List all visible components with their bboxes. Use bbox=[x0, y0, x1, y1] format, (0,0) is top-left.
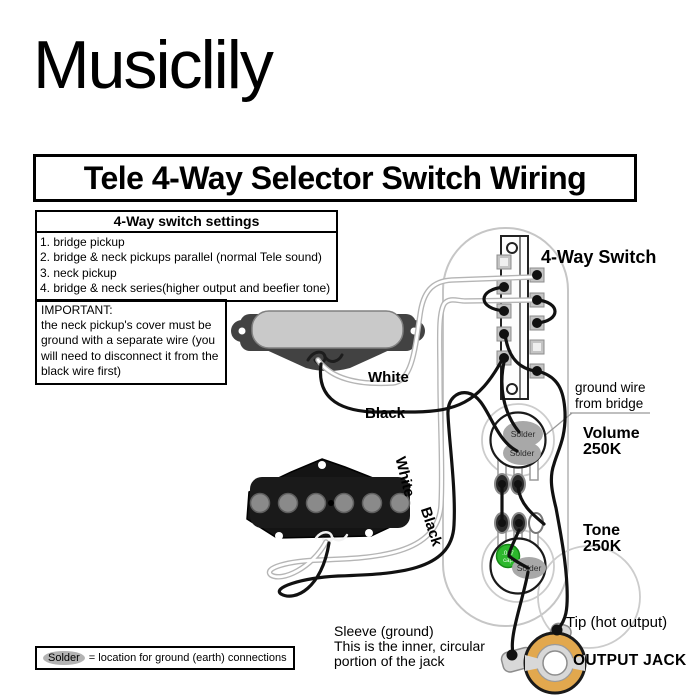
volume-pot: Solder Solder bbox=[489, 411, 547, 495]
solder-joint bbox=[498, 519, 506, 527]
switch-jumper-right bbox=[535, 298, 557, 325]
bridge-screw-hole-top bbox=[318, 461, 326, 469]
pole-piece-1 bbox=[249, 492, 271, 514]
solder-joint bbox=[515, 519, 523, 527]
pole-piece-4 bbox=[333, 492, 355, 514]
bridge-white-wire bbox=[268, 298, 535, 579]
bridge-screw-hole-left bbox=[275, 532, 283, 540]
jack-collar-wing-left bbox=[525, 655, 540, 671]
solder-joints bbox=[498, 270, 563, 661]
settings-item-4: 4. bridge & neck series(higher output an… bbox=[40, 281, 331, 296]
tip-label: Tip (hot output) bbox=[566, 614, 668, 631]
ground-wire-note: ground wire from bridge bbox=[575, 380, 646, 411]
bridge-pickup bbox=[246, 458, 411, 544]
switch-label: 4-Way Switch bbox=[541, 247, 657, 267]
ground-wire-note-line2: from bridge bbox=[575, 395, 644, 411]
pole-piece-6 bbox=[389, 492, 411, 514]
settings-item-2: 2. bridge & neck pickups parallel (norma… bbox=[40, 250, 322, 265]
solder-joint bbox=[499, 282, 509, 292]
volume-label-line1: Volume bbox=[583, 425, 640, 442]
tone-label: Tone 250K bbox=[583, 523, 621, 554]
solder-joint bbox=[499, 306, 509, 316]
switch-to-volume-wire bbox=[500, 356, 521, 434]
neck-pickup bbox=[231, 310, 425, 371]
neck-white-wire bbox=[316, 275, 535, 385]
output-jack-label: OUTPUT JACK bbox=[573, 652, 687, 669]
output-jack bbox=[500, 622, 587, 695]
solder-joint bbox=[532, 366, 542, 376]
jack-plate-ghost-outline bbox=[537, 545, 641, 649]
neck-black-label: Black bbox=[365, 405, 406, 422]
solder-joint bbox=[514, 480, 522, 488]
tone-to-sleeve-ground-wire bbox=[510, 570, 530, 655]
sleeve-note-line2: This is the inner, circular bbox=[334, 637, 485, 654]
solder-legend-box: Solder = location for ground (earth) con… bbox=[35, 646, 295, 670]
ground-note-leader-line bbox=[542, 412, 573, 438]
switch-settings-box: 4-Way switch settings 1. bridge pickup 2… bbox=[35, 210, 338, 302]
important-heading: IMPORTANT: bbox=[41, 303, 113, 317]
jack-sleeve-solder-joint bbox=[506, 649, 518, 661]
lug-eyelet-hole bbox=[533, 343, 541, 351]
volume-to-tone-wire-2 bbox=[516, 485, 546, 526]
volume-label-line2: 250K bbox=[583, 440, 622, 458]
neck-pickup-chrome-cover bbox=[251, 310, 404, 349]
bridge-black-wire bbox=[277, 391, 519, 598]
jack-hole bbox=[542, 650, 568, 676]
sleeve-note: Sleeve (ground) This is the inner, circu… bbox=[334, 624, 485, 668]
settings-item-3: 3. neck pickup bbox=[40, 265, 117, 280]
important-body: the neck pickup's cover must be ground w… bbox=[41, 318, 219, 378]
settings-header: 4-Way switch settings bbox=[37, 212, 336, 233]
neck-mount-hole-left bbox=[238, 327, 246, 335]
pole-piece-2 bbox=[277, 492, 299, 514]
legend-text: = location for ground (earth) connection… bbox=[88, 652, 287, 664]
page-title: Tele 4-Way Selector Switch Wiring bbox=[33, 154, 637, 202]
bridge-screw-hole-right bbox=[365, 529, 373, 537]
white-wires bbox=[266, 274, 536, 580]
solder-joint bbox=[532, 318, 542, 328]
brand-logo: Musiclily bbox=[33, 27, 274, 103]
solder-joint bbox=[499, 353, 509, 363]
volume-label: Volume 250K bbox=[583, 426, 640, 457]
pole-piece-5 bbox=[361, 492, 383, 514]
jack-tip-solder-joint bbox=[551, 624, 563, 636]
ground-wire-note-line1: ground wire bbox=[575, 380, 646, 395]
switch-mount-hole-bottom bbox=[506, 383, 518, 395]
sleeve-note-line1: Sleeve (ground) bbox=[334, 623, 434, 639]
bridge-center-dot bbox=[328, 500, 334, 506]
pole-piece-3 bbox=[305, 492, 327, 514]
sleeve-note-line3: portion of the jack bbox=[334, 652, 445, 669]
neck-black-wire bbox=[318, 358, 504, 414]
switch-jumper-left bbox=[482, 285, 507, 313]
black-wires bbox=[277, 285, 569, 655]
volume-solder-text-top: Solder bbox=[511, 429, 536, 439]
hot-output-wire bbox=[535, 369, 569, 631]
volume-solder-text-bottom: Solder bbox=[510, 448, 535, 458]
solder-joint bbox=[498, 480, 506, 488]
settings-item-1: 1. bridge pickup bbox=[40, 235, 125, 249]
settings-list: 1. bridge pickup 2. bridge & neck pickup… bbox=[37, 233, 336, 300]
cap-text-word: cap bbox=[503, 558, 513, 564]
tone-label-line2: 250K bbox=[583, 537, 622, 555]
neck-white-label: White bbox=[368, 369, 409, 386]
solder-joint bbox=[532, 270, 542, 280]
switch-mount-hole-top bbox=[506, 242, 518, 254]
tone-lug-to-cap-wire bbox=[507, 528, 521, 556]
jack-collar-wing-right bbox=[570, 655, 585, 671]
volume-solder-blob-top bbox=[503, 421, 543, 447]
solder-joint bbox=[499, 329, 509, 339]
cap-to-solder-wire bbox=[507, 554, 530, 570]
solder-joint bbox=[532, 295, 542, 305]
lug-eyelet-hole bbox=[500, 258, 508, 266]
legend-solder-blob: Solder bbox=[43, 651, 85, 665]
important-note-box: IMPORTANT: the neck pickup's cover must … bbox=[35, 299, 227, 386]
tone-label-line1: Tone bbox=[583, 522, 621, 539]
